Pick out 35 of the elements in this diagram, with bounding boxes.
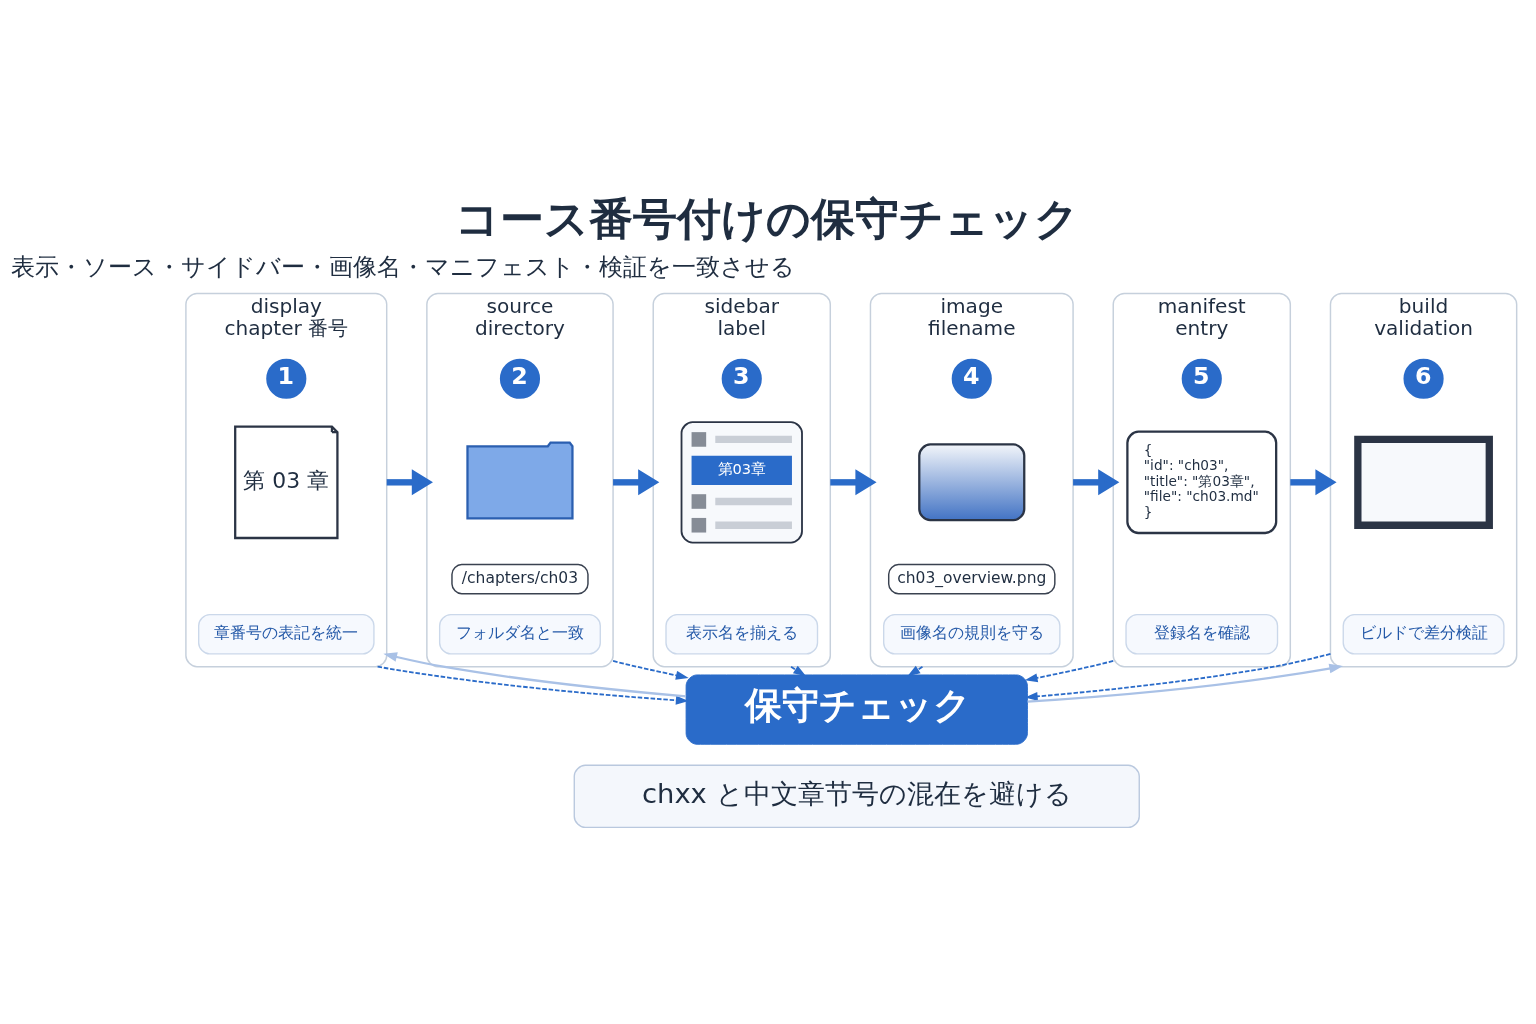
node-circle: 5 [1178, 355, 1225, 402]
node-circle: 1 [263, 355, 310, 402]
arrow [376, 665, 689, 705]
node-circle: 2 [497, 355, 543, 402]
arrow [1290, 469, 1337, 496]
node-circle: 3 [718, 355, 765, 402]
node-folder [466, 441, 574, 520]
arrow [386, 469, 433, 496]
node-box: フォルダ名と一致 [438, 614, 601, 655]
node-box: ビルドで差分検証 [1342, 614, 1505, 655]
arrow [1024, 659, 1115, 683]
arrow [383, 652, 687, 698]
arrow [1024, 653, 1332, 701]
arrow [830, 469, 877, 496]
node-circle: 4 [948, 355, 995, 402]
node-box: { "id": "ch03", "title": "第03章", "file": "ch03.md" } [1126, 430, 1278, 535]
arrow [1027, 663, 1343, 703]
arrow [1073, 469, 1120, 496]
node-monitor [1354, 435, 1493, 529]
arrow [790, 665, 807, 677]
node-box: 保守チェック [685, 674, 1028, 745]
node-circle: 6 [1400, 355, 1447, 402]
node-box: 登録名を確認 [1125, 614, 1279, 655]
arrow [612, 660, 689, 680]
diagram-title: コース番号付けの保守チェック [455, 193, 1080, 245]
node-box: 画像名の規則を守る [883, 614, 1061, 655]
node-box: /chapters/ch03 [451, 563, 589, 595]
node-box: ch03_overview.png [888, 563, 1056, 595]
node-box: 章番号の表記を統一 [198, 614, 375, 655]
arrow [613, 469, 660, 496]
node-picture [918, 443, 1026, 522]
label: 表示・ソース・サイドバー・画像名・マニフェスト・検証を一致させる [11, 252, 796, 281]
node-box: 表示名を揃える [665, 614, 819, 655]
node-box: chxx と中文章节号の混在を避ける [573, 764, 1140, 829]
arrow [907, 665, 924, 677]
